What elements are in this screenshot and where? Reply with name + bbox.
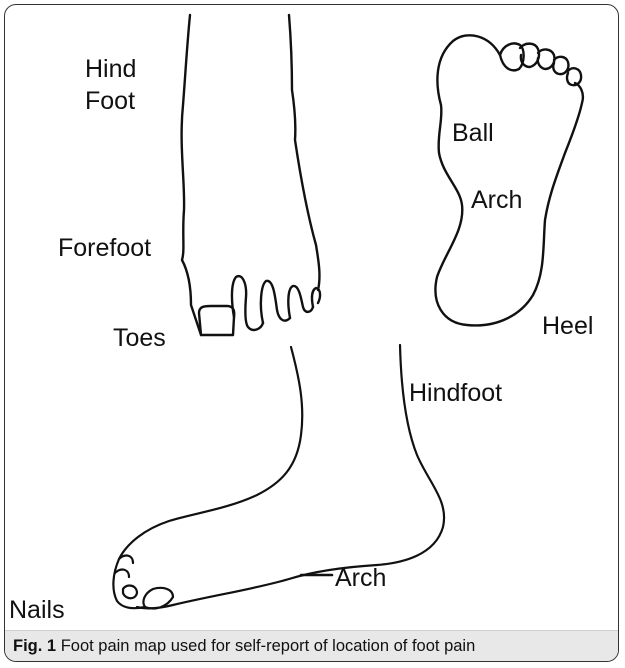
- caption-bar: Fig. 1 Foot pain map used for self-repor…: [5, 630, 618, 661]
- ball-label: Ball: [452, 118, 494, 148]
- big-toe: [199, 306, 234, 335]
- heel-label: Heel: [542, 311, 593, 341]
- forefoot-label: Forefoot: [58, 233, 151, 263]
- third-toe: [261, 281, 290, 323]
- side-view-foot: [113, 345, 444, 609]
- sole-arch-label: Arch: [471, 185, 522, 215]
- top-view-foot: [182, 15, 320, 335]
- second-toe: [232, 276, 263, 330]
- top-foot-left-outline: [182, 15, 201, 335]
- side-small-toes: [115, 556, 133, 577]
- fourth-toe: [288, 286, 313, 318]
- side-foot-front-outline: [113, 347, 302, 608]
- side-arch-label: Arch: [335, 563, 386, 593]
- figure-caption: Fig. 1 Foot pain map used for self-repor…: [13, 635, 475, 657]
- sole-view-foot: [435, 35, 582, 325]
- side-toenail: [123, 586, 137, 599]
- hind-foot-label-line2: Foot: [85, 86, 135, 116]
- hindfoot-label: Hindfoot: [409, 378, 502, 408]
- figure-frame: Hind Foot Forefoot Toes Ball Arch Heel H…: [4, 4, 619, 662]
- nails-label: Nails: [9, 595, 65, 625]
- toes-label: Toes: [113, 323, 166, 353]
- hind-foot-label-line1: Hind: [85, 54, 136, 84]
- figure-number: Fig. 1: [13, 637, 56, 655]
- sole-third-toe: [538, 49, 555, 69]
- caption-text: Foot pain map used for self-report of lo…: [61, 637, 476, 655]
- fifth-toe: [312, 288, 320, 307]
- top-foot-right-outline: [289, 15, 319, 290]
- side-foot-back-outline: [137, 345, 444, 608]
- sole-fourth-toe: [553, 57, 568, 74]
- sole-outline: [435, 35, 582, 325]
